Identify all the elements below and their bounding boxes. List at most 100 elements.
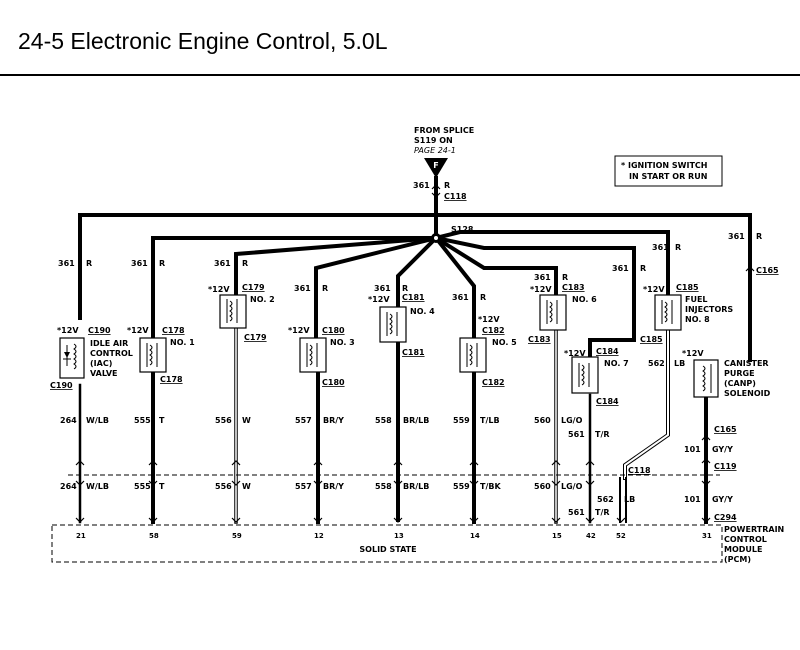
pcm-pin-21: 21 [76,532,86,540]
iac-circuit-upper: 264 [60,416,77,425]
pcm-label-1: POWERTRAIN [724,525,784,534]
inj5-color-lower: T/BK [480,482,501,491]
inj6-circuit-upper: 560 [534,416,551,425]
inj7-supply-circuit: 361 [612,264,629,273]
pcm-label-3: MODULE [724,545,762,554]
inj2-circuit-lower: 556 [215,482,232,491]
iac-valve [59,337,85,379]
inj2-color-lower: W [242,482,251,491]
c118-bottom-label: C118 [628,466,651,475]
c294-label: C294 [714,513,737,522]
canp-circuit-upper: 101 [684,445,701,454]
svg-text:IN START OR RUN: IN START OR RUN [629,172,707,181]
inj1-connector-bottom: C178 [160,375,183,384]
inj6-color-upper: LG/O [561,416,583,425]
canp-supply-color: R [756,232,762,241]
pcm-label-2: CONTROL [724,535,767,544]
pcm-pin-14: 14 [470,532,480,540]
inj3-circuit-upper: 557 [295,416,312,425]
pcm-pin-58: 58 [149,532,159,540]
iac-color-lower: W/LB [86,482,109,491]
inj5-color-upper: T/LB [480,416,500,425]
s128-label: S128 [451,225,474,234]
inj6-supply-color: R [562,273,568,282]
source-label-1: FROM SPLICE [414,126,474,135]
inj4-connector-bottom: C181 [402,348,425,357]
inj5-circuit-upper: 559 [453,416,470,425]
inj2-12v: *12V [208,285,230,294]
iac-label-3: (IAC) [90,359,112,368]
iac-label-1: IDLE AIR [90,339,128,348]
inj6-supply-circuit: 361 [534,273,551,282]
injector-7 [571,356,599,394]
canp-12v: *12V [682,349,704,358]
inj5-supply-color: R [480,293,486,302]
inj6-connector-bottom: C183 [528,335,551,344]
splice-ref-triangle: F [424,158,448,178]
canp-color-upper: GY/Y [712,445,733,454]
inj1-supply-circuit: 361 [131,259,148,268]
inj2-connector-bottom: C179 [244,333,267,342]
inj6-circuit-lower: 560 [534,482,551,491]
source-label-3: PAGE 24-1 [414,146,456,155]
inj8-supply-color: R [675,243,681,252]
inj2-supply-circuit: 361 [214,259,231,268]
pcm-pin-15: 15 [552,532,562,540]
inj6-connector-top: C183 [562,283,585,292]
injector-5 [459,337,487,373]
inj1-circuit-upper: 555 [134,416,151,425]
svg-text:* IGNITION SWITCH: * IGNITION SWITCH [621,161,707,170]
inj2-supply-color: R [242,259,248,268]
canp-label-1: CANISTER [724,359,769,368]
page-title: 24-5 Electronic Engine Control, 5.0L [18,28,388,54]
inj8-color-upper: LB [674,359,685,368]
injector-2 [219,294,247,329]
inj8-connector-top: C185 [676,283,699,292]
ignition-note: * IGNITION SWITCH IN START OR RUN [614,155,723,187]
connector-marks [75,184,755,523]
iac-label-2: CONTROL [90,349,133,358]
inj2-connector-top: C179 [242,283,265,292]
inj4-circuit-upper: 558 [375,416,392,425]
inj6-label: NO. 6 [572,295,597,304]
canp-solenoid [693,359,719,398]
pcm-pin-59: 59 [232,532,242,540]
inj5-circuit-lower: 559 [453,482,470,491]
inj7-connector-top: C184 [596,347,619,356]
svg-text:F: F [433,161,438,170]
inj3-connector-top: C180 [322,326,345,335]
iac-color-upper: W/LB [86,416,109,425]
pcm-solid-state: SOLID STATE [359,545,416,554]
inj1-supply-color: R [159,259,165,268]
iac-connector-top: C190 [88,326,111,335]
inj2-circuit-upper: 556 [215,416,232,425]
inj2-label: NO. 2 [250,295,275,304]
inj7-supply-color: R [640,264,646,273]
injector-8 [654,294,682,331]
inj5-connector-bottom: C182 [482,378,505,387]
c118-top-label: C118 [444,192,467,201]
inj4-color-upper: BR/LB [403,416,429,425]
inj3-connector-bottom: C180 [322,378,345,387]
inj3-circuit-lower: 557 [295,482,312,491]
inj5-12v: *12V [478,315,500,324]
inj3-12v: *12V [288,326,310,335]
pcm-pin-42: 42 [586,532,596,540]
inj7-circuit-lower: 561 [568,508,585,517]
feed-color: R [444,181,450,190]
inj3-label: NO. 3 [330,338,355,347]
c165-bottom-label: C165 [714,425,737,434]
title-divider [0,74,800,76]
c119-label: C119 [714,462,737,471]
injector-3 [299,337,327,373]
inj4-circuit-lower: 558 [375,482,392,491]
pcm-label-4: (PCM) [724,555,751,564]
inj7-label: NO. 7 [604,359,629,368]
inj4-color-lower: BR/LB [403,482,429,491]
inj2-color-upper: W [242,416,251,425]
injector-6 [539,294,567,331]
inj4-supply-color: R [402,284,408,293]
inj4-12v: *12V [368,295,390,304]
pcm-pin-13: 13 [394,532,404,540]
inj5-connector-top: C182 [482,326,505,335]
